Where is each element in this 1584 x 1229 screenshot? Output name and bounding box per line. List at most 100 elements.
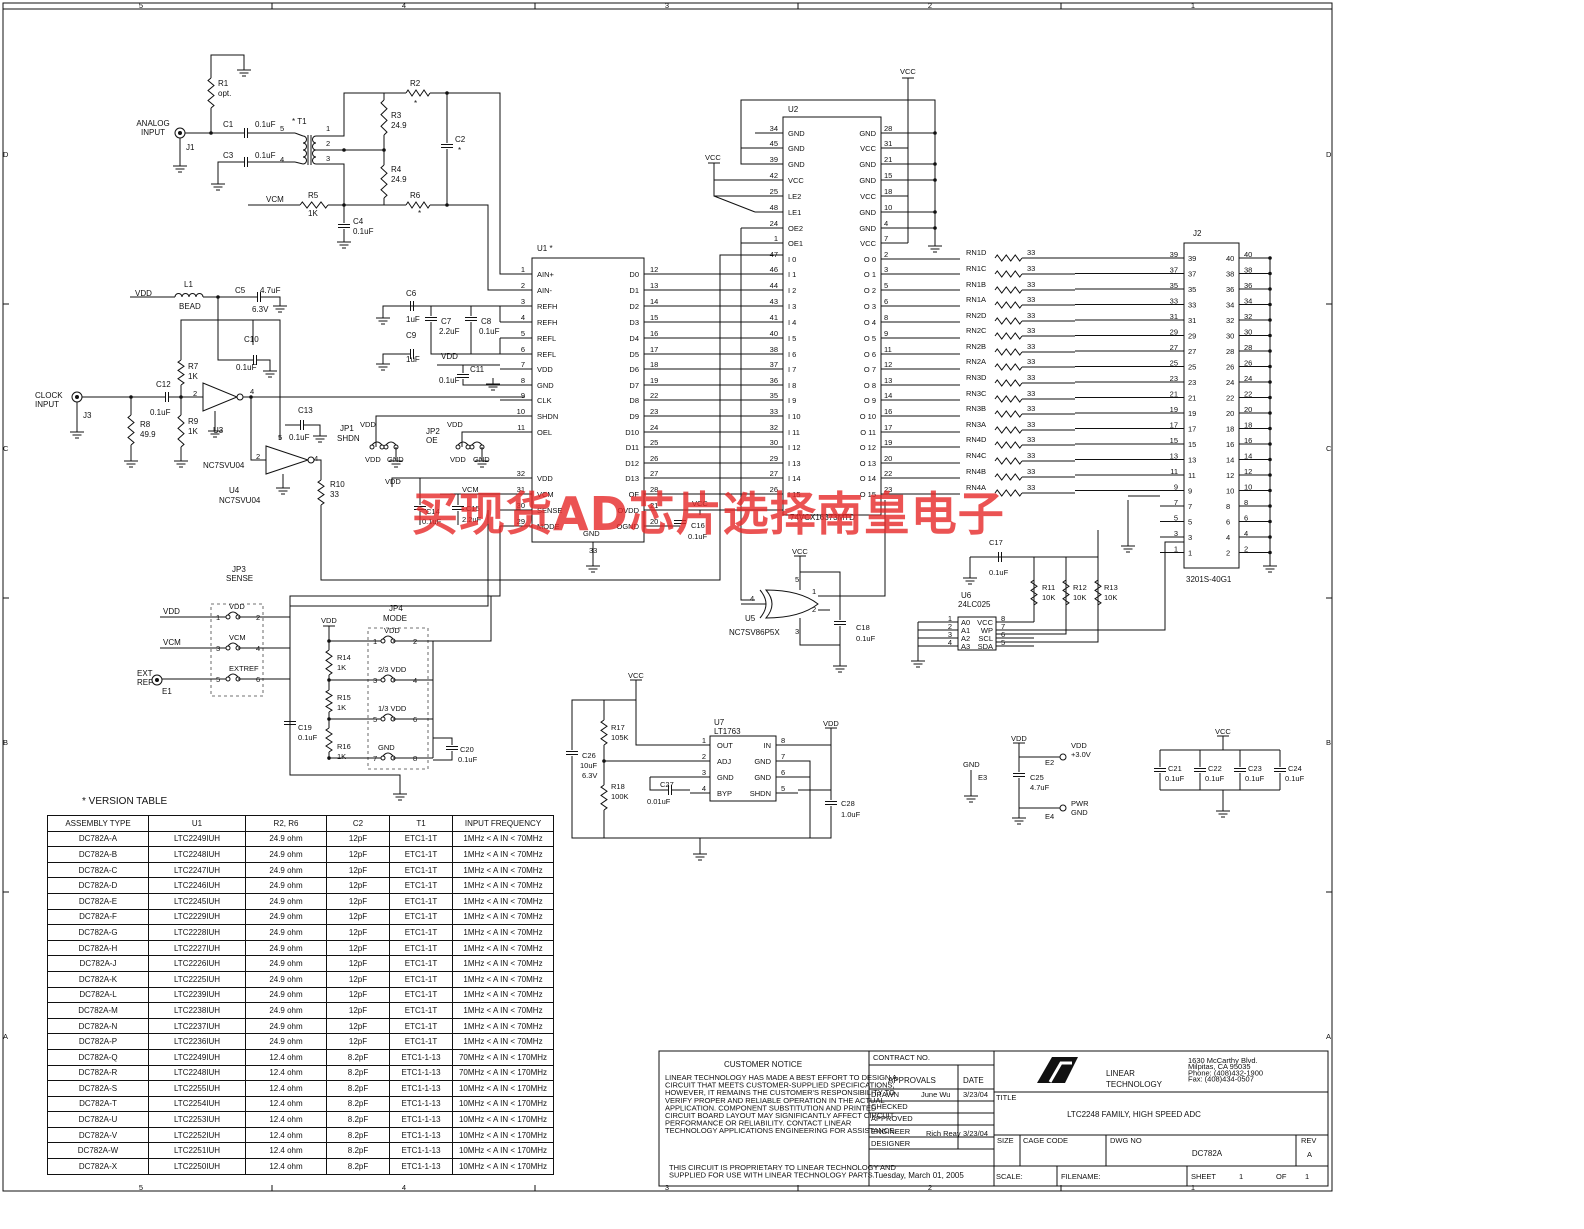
j2-pin-name: 28	[1226, 347, 1234, 356]
table-cell: 1MHz < A IN < 70MHz	[452, 1033, 554, 1050]
row-marker: D	[3, 150, 9, 159]
j2-pin-name: 9	[1188, 487, 1192, 496]
u1-pin-number: 8	[521, 376, 525, 385]
vdd-label: VDD	[385, 477, 401, 486]
gnd-label: GND	[963, 760, 980, 769]
table-cell: LTC2248IUH	[148, 846, 246, 863]
u7-pin-name: GND	[754, 773, 771, 782]
c25-label: C25	[1030, 773, 1044, 782]
u2-pin-number: 23	[884, 485, 892, 494]
sheet-value: 1	[1239, 1172, 1243, 1181]
j2-pin-number: 1	[1174, 545, 1178, 554]
j2-pin-number: 27	[1170, 343, 1178, 352]
vcc-label: VCC	[900, 67, 916, 76]
inverter-bubble	[236, 393, 244, 401]
table-cell: 1MHz < A IN < 70MHz	[452, 924, 554, 941]
rn-value: 33	[1027, 389, 1035, 398]
u2-pin-number: 18	[884, 187, 892, 196]
j2-pin-name: 32	[1226, 316, 1234, 325]
wire	[289, 726, 401, 788]
version-table-header-cell: C2	[326, 815, 390, 832]
c19-label: C19	[298, 723, 312, 732]
table-cell: 1MHz < A IN < 70MHz	[452, 955, 554, 972]
transformer-coil	[312, 135, 317, 144]
c19-value: 0.1uF	[298, 733, 318, 742]
u1-pin-name: SENSE	[537, 506, 562, 515]
u1-pin-number: 7	[521, 360, 525, 369]
j2-pin-name: 26	[1226, 363, 1234, 372]
column-marker: 5	[139, 1183, 143, 1192]
row-marker: A	[1326, 1032, 1331, 1041]
jumper-pin	[379, 444, 385, 450]
table-cell: ETC1-1T	[389, 1017, 453, 1035]
u2-pin-name: I 12	[788, 443, 801, 452]
j2-pin-number: 7	[1174, 498, 1178, 507]
u2-pin-name: VCC	[788, 176, 804, 185]
jp3-jumper-label: VCM	[229, 633, 246, 642]
table-cell: ETC1-1T	[389, 1002, 453, 1019]
transformer-coil	[302, 156, 307, 165]
table-cell: ETC1-1T	[389, 830, 453, 848]
c8-value: 0.1uF	[479, 327, 500, 336]
c6-value: 1uF	[406, 315, 420, 324]
of-value: 1	[1305, 1172, 1309, 1181]
table-cell: 12.4 ohm	[245, 1048, 327, 1066]
u2-pin-name: O 5	[864, 334, 876, 343]
u1-pin-number: 30	[517, 501, 525, 510]
u1-pin-number: 13	[650, 281, 658, 290]
u1-pin-number: 32	[517, 469, 525, 478]
table-cell: 10MHz < A IN < 170MHz	[452, 1126, 554, 1144]
table-cell: 24.9 ohm	[245, 830, 327, 848]
u2-part: 74VCX16373MTD	[790, 513, 855, 522]
table-cell: 12pF	[326, 924, 390, 941]
table-cell: 10MHz < A IN < 170MHz	[452, 1142, 554, 1160]
table-cell: 8.2pF	[326, 1080, 390, 1097]
jp3-ref: JP3	[232, 565, 246, 574]
cap-label: C22	[1208, 764, 1222, 773]
rn-label: RN4D	[966, 435, 987, 444]
j2-pin-number: 6	[1244, 514, 1248, 523]
table-cell: DC782A-L	[47, 986, 149, 1004]
jumper-link	[457, 441, 469, 446]
pin-number: 1	[326, 124, 330, 133]
j2-pin-name: 20	[1226, 409, 1234, 418]
j2-pin-number: 24	[1244, 374, 1252, 383]
table-cell: DC782A-G	[47, 924, 149, 941]
u2-pin-number: 5	[884, 281, 888, 290]
table-cell: LTC2249IUH	[148, 830, 246, 848]
r8-label: R8	[140, 420, 151, 429]
column-marker: 4	[402, 1, 406, 10]
table-cell: DC782A-X	[47, 1158, 149, 1175]
junction-dot	[342, 148, 346, 152]
table-cell: DC782A-J	[47, 955, 149, 972]
inverter-body	[265, 445, 310, 475]
r11-label: R11	[1042, 583, 1055, 592]
version-table-header-cell: U1	[148, 815, 246, 832]
j3-label: J3	[83, 411, 92, 420]
table-cell: 1MHz < A IN < 70MHz	[452, 939, 554, 957]
u1-pin-name: D10	[625, 428, 639, 437]
wire	[218, 319, 281, 440]
table-cell: ETC1-1T	[389, 924, 453, 941]
table-cell: DC782A-B	[47, 846, 149, 863]
table-cell: 24.9 ohm	[245, 908, 327, 926]
rn-value: 33	[1027, 467, 1035, 476]
c6-label: C6	[406, 289, 417, 298]
resistor	[994, 441, 1023, 449]
u1-pin-name: REFL	[537, 350, 556, 359]
j2-pin-name: 27	[1188, 347, 1196, 356]
c26-label: C26	[582, 751, 596, 760]
u7-pin-number: 6	[781, 768, 785, 777]
jumper-link	[471, 441, 483, 446]
u1-pin-name: D3	[629, 318, 639, 327]
u2-pin-number: 10	[884, 203, 892, 212]
u2-pin-number: 6	[884, 297, 888, 306]
u5-part: NC7SV86P5X	[729, 628, 780, 637]
t1-label: * T1	[292, 117, 307, 126]
table-cell: LTC2254IUH	[148, 1095, 246, 1113]
